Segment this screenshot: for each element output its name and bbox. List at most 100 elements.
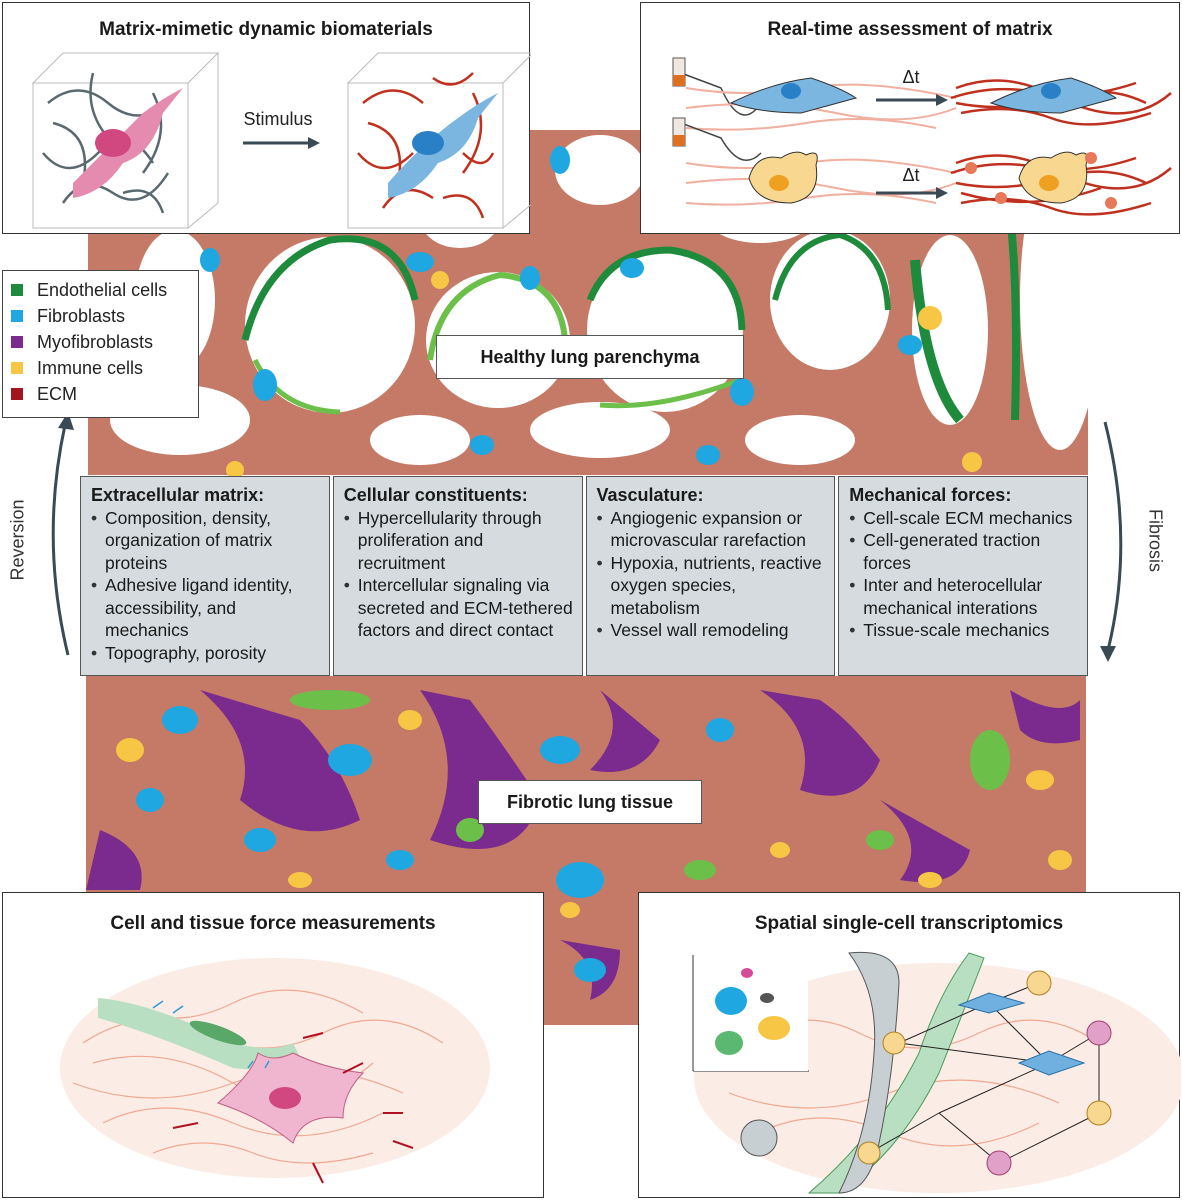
panel-spatial-transcriptomics: Spatial single-cell transcriptomics [638, 892, 1181, 1198]
fibroblast-cell [556, 862, 604, 898]
fibroblast-cell [386, 850, 414, 870]
fibroblast-cell [730, 378, 754, 406]
endothelial-strand [599, 377, 741, 409]
panel-realtime-assessment: Real-time assessment of matrix Δt Δt [640, 2, 1180, 234]
legend-swatch-endothelial [11, 284, 23, 296]
fibroblast-cell [696, 445, 720, 465]
box-bullet: Hypercellularity through proliferation a… [344, 507, 574, 575]
myofibroblast-region [1010, 690, 1080, 744]
umap-cluster [741, 968, 753, 978]
box-bullet: Composition, density, organization of ma… [91, 507, 321, 575]
gray-cell-shape [838, 951, 900, 1194]
box-heading: Cellular constituents: [343, 485, 528, 505]
spatial-illustration [692, 951, 1181, 1194]
force-illustration [60, 958, 490, 1184]
immune-cell [1026, 770, 1054, 790]
fibroblast-cell [244, 828, 276, 852]
realtime-illustration: Δt Δt [672, 57, 1172, 216]
fibroblast-node [957, 992, 1026, 1014]
legend-item: Immune cells [11, 355, 198, 381]
endothelial-region [290, 690, 370, 710]
mechanical-forces-box: Mechanical forces: Cell-scale ECM mechan… [838, 476, 1088, 676]
red-hydrogel-cube [346, 52, 531, 230]
legend-swatch-fibroblasts [11, 310, 23, 322]
endothelial-strand [772, 231, 891, 311]
fibroblast-cell [706, 718, 734, 742]
fibrosis-label: Fibrosis [1145, 508, 1166, 572]
immune-node [1026, 970, 1052, 996]
immune-node [882, 1031, 906, 1055]
box-bullet: Adhesive ligand identity, accessibility,… [91, 574, 321, 642]
fibroblast-cell [253, 369, 277, 401]
fibroblast-cell [550, 146, 570, 174]
umap-plot [692, 955, 809, 1072]
box-bullet: Angiogenic expansion or microvascular ra… [597, 507, 827, 552]
immune-node [857, 1141, 881, 1165]
fibroblast-cell [470, 435, 494, 455]
delta-t-arrowhead-bottom [936, 187, 948, 199]
legend-label: Myofibroblasts [37, 331, 154, 352]
reversion-arrow [51, 424, 70, 656]
box-bullet: Topography, porosity [91, 642, 321, 665]
fibroblast-cell [136, 788, 164, 812]
box-bullet: Inter and heterocellular mechanical inte… [849, 574, 1079, 619]
endothelial-strand [910, 259, 964, 424]
fibroblast-cell [898, 335, 922, 355]
endothelial-strand [586, 246, 746, 331]
umap-cluster [758, 1016, 790, 1040]
fibroblast-cell [328, 744, 372, 776]
fibroblast-cell [574, 958, 606, 982]
legend-label: Fibroblasts [37, 305, 126, 326]
panel-title: Real-time assessment of matrix [767, 19, 1053, 40]
fibroblast-cell [620, 258, 644, 278]
immune-cell [226, 461, 244, 479]
endothelial-region [456, 818, 484, 842]
delta-t-label-top: Δt [902, 67, 919, 87]
box-bullet: Tissue-scale mechanics [849, 619, 1079, 642]
myofibroblast-region [590, 690, 660, 772]
healthy-tissue-label: Healthy lung parenchyma [436, 335, 744, 379]
box-heading: Vasculature: [596, 485, 704, 505]
stimulus-label: Stimulus [243, 109, 312, 129]
extracellular-matrix-box: Extracellular matrix: Composition, densi… [80, 476, 330, 676]
myofibroblast-node [1086, 1020, 1112, 1046]
cell-type-legend: Endothelial cells Fibroblasts Myofibrobl… [2, 270, 199, 418]
myofibroblast-region [880, 800, 970, 882]
immune-cell [116, 738, 144, 762]
alveolus [370, 415, 470, 465]
endothelial-region [866, 830, 894, 850]
panel-force-measurements: Cell and tissue force measurements [2, 892, 544, 1198]
gray-cell-node [740, 1119, 778, 1157]
endothelial-region [970, 730, 1010, 790]
panel-title: Matrix-mimetic dynamic biomaterials [99, 19, 433, 40]
legend-swatch-myofibroblasts [11, 336, 23, 348]
fibrosis-arrowhead [1100, 646, 1116, 662]
reversion-label: Reversion [7, 499, 28, 581]
alveolus [912, 235, 988, 425]
delta-t-label-bottom: Δt [902, 165, 919, 185]
fibrotic-tissue-label: Fibrotic lung tissue [478, 780, 702, 824]
immune-cell [1048, 850, 1072, 870]
endothelial-region [684, 860, 716, 880]
factor-boxes: Extracellular matrix: Composition, densi… [80, 476, 1088, 676]
immune-cell [962, 452, 982, 472]
immune-cell [288, 872, 312, 888]
fibroblast-cell [200, 248, 220, 272]
traction-force-arrows [172, 1032, 414, 1184]
myofibroblast-region [86, 830, 142, 890]
fibrotic-tissue [86, 676, 1086, 1025]
reversion-arrowhead [58, 412, 74, 430]
fibroblast-cell [540, 736, 580, 764]
endothelial-strand [427, 271, 568, 361]
alveolus [530, 402, 670, 458]
stimulus-arrowhead [308, 137, 320, 149]
alveolus [745, 415, 855, 465]
legend-label: Immune cells [37, 357, 144, 378]
endothelial-cell-shape [98, 998, 303, 1070]
delta-t-arrowhead-top [936, 94, 948, 106]
myofibroblast-node [986, 1150, 1012, 1176]
fibroblast-cell [520, 266, 540, 290]
panel-title: Cell and tissue force measurements [110, 913, 436, 934]
myofibroblast-nucleus [269, 1087, 301, 1109]
